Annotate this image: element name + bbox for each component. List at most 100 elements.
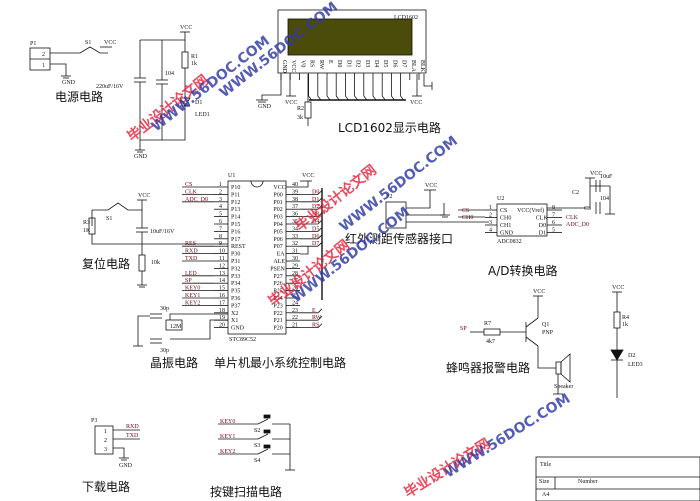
mcu-pin-name-right: P02 bbox=[273, 207, 282, 213]
mcu-net-label-right: D0 bbox=[312, 189, 319, 195]
svg-text:D2: D2 bbox=[628, 353, 635, 359]
mcu-bus-entry bbox=[317, 315, 323, 321]
mcu-pin-num-right: 25 bbox=[292, 293, 298, 299]
mcu-pin-num-right: 34 bbox=[292, 226, 298, 232]
key-net-label: KEY2 bbox=[220, 449, 235, 455]
svg-text:ADC0832: ADC0832 bbox=[497, 239, 522, 245]
svg-text:VCC: VCC bbox=[590, 171, 602, 177]
mcu-net-label-right: E bbox=[312, 308, 316, 314]
mcu-pin-name-right: P07 bbox=[273, 244, 282, 250]
key-net-label: KEY1 bbox=[220, 434, 235, 440]
adc-circuit-title: A/D转换电路 bbox=[488, 263, 558, 278]
svg-text:12M: 12M bbox=[170, 324, 182, 330]
key-switch-label: S3 bbox=[254, 443, 260, 449]
mcu-pin-num-left: 2 bbox=[219, 189, 222, 195]
mcu-pin-num-left: 16 bbox=[219, 293, 225, 299]
svg-text:104: 104 bbox=[600, 196, 609, 202]
p3-connector bbox=[94, 425, 114, 455]
lcd-screen bbox=[287, 18, 413, 56]
mcu-pin-name-left: P13 bbox=[231, 207, 240, 213]
svg-text:30p: 30p bbox=[160, 306, 169, 312]
mcu-pin-num-right: 24 bbox=[292, 300, 298, 306]
mcu-pin-name-right: P01 bbox=[273, 200, 282, 206]
mcu-pin-num-right: 36 bbox=[292, 212, 298, 218]
vcc-label: VCC bbox=[104, 40, 116, 46]
mcu-net-label-left: ADC_D0 bbox=[185, 197, 208, 203]
mcu-net-label-left: CS bbox=[185, 182, 192, 188]
svg-text:P2: P2 bbox=[386, 194, 392, 200]
svg-text:3: 3 bbox=[104, 447, 107, 453]
mcu-pin-num-left: 13 bbox=[219, 271, 225, 277]
svg-text:VCC: VCC bbox=[612, 285, 624, 291]
mcu-pin-num-left: 12 bbox=[219, 263, 225, 269]
c2-value: 104 bbox=[165, 71, 174, 77]
svg-text:10uF: 10uF bbox=[600, 174, 613, 180]
mcu-pin-name-right: P22 bbox=[273, 311, 282, 317]
mcu-pin-num-left: 7 bbox=[219, 226, 222, 232]
lcd-pin-label: BLA bbox=[410, 60, 416, 73]
adc-pin-name-left: CH0 bbox=[500, 216, 511, 222]
mcu-pin-num-right: 28 bbox=[292, 271, 298, 277]
svg-text:1: 1 bbox=[42, 63, 45, 69]
mcu-net-label-left: LED bbox=[185, 271, 197, 277]
mcu-pin-num-right: 40 bbox=[292, 182, 298, 188]
adc-pin-name-left: GND bbox=[500, 231, 514, 237]
key-switch-label: S2 bbox=[254, 428, 260, 434]
mcu-pin-num-left: 3 bbox=[219, 197, 222, 203]
svg-text:Number: Number bbox=[578, 479, 598, 485]
crystal-12m bbox=[165, 319, 183, 331]
mcu-net-label-right: D5 bbox=[312, 226, 319, 232]
mcu-pin-num-right: 26 bbox=[292, 286, 298, 292]
mcu-pin-num-right: 21 bbox=[292, 323, 298, 329]
mcu-pin-num-right: 37 bbox=[292, 204, 298, 210]
lcd-pin-label: D4 bbox=[373, 60, 379, 67]
svg-text:R7: R7 bbox=[484, 321, 491, 327]
mcu-bus-entry bbox=[317, 323, 323, 328]
mcu-pin-num-left: 17 bbox=[219, 300, 225, 306]
svg-text:R4: R4 bbox=[622, 315, 629, 321]
mcu-pin-name-right: P26 bbox=[273, 281, 282, 287]
key-switch-cap bbox=[263, 414, 271, 419]
adc-pin-name-right: D0 bbox=[539, 223, 546, 229]
adc-chip bbox=[496, 203, 548, 237]
mcu-pin-num-left: 10 bbox=[219, 249, 225, 255]
lcd-pin-label: D2 bbox=[355, 60, 361, 67]
mcu-pin-num-right: 35 bbox=[292, 219, 298, 225]
c1-value: 220uF/16V bbox=[96, 84, 124, 90]
key-switch-blade bbox=[257, 448, 269, 455]
svg-text:C2: C2 bbox=[572, 190, 579, 196]
svg-text:1: 1 bbox=[104, 429, 107, 435]
adc-pin-num-right: 7 bbox=[552, 213, 555, 219]
svg-text:RXD: RXD bbox=[126, 424, 139, 430]
key-switch-label: S4 bbox=[254, 458, 260, 464]
mcu-pin-name-right: P20 bbox=[273, 326, 282, 332]
mcu-net-label-right: D4 bbox=[312, 219, 319, 225]
s1-label: S1 bbox=[85, 40, 91, 46]
svg-text:10uF/16V: 10uF/16V bbox=[150, 229, 175, 235]
key-switch-cap bbox=[263, 444, 271, 449]
svg-text:VCC: VCC bbox=[138, 193, 150, 199]
lcd-pin-label: D0 bbox=[336, 60, 342, 67]
mcu-pin-num-left: 11 bbox=[219, 256, 225, 262]
mcu-pin-name-left: GND bbox=[231, 326, 245, 332]
adc-pin-name-right: VCC(Vref) bbox=[517, 207, 544, 214]
mcu-pin-name-left: P14 bbox=[231, 215, 240, 221]
mcu-bus-entry bbox=[317, 308, 323, 314]
power-circuit-title: 电源电路 bbox=[55, 89, 103, 104]
svg-text:P3: P3 bbox=[91, 418, 97, 424]
lcd-pin-label: D3 bbox=[364, 60, 370, 67]
adc-pin-name-left: CS bbox=[500, 208, 507, 214]
watermark-url-5: WWW.56DOC.COM bbox=[442, 391, 574, 482]
mcu-pin-name-left: P10 bbox=[231, 185, 240, 191]
svg-text:R2: R2 bbox=[297, 106, 304, 112]
mcu-pin-name-left: P30 bbox=[231, 252, 240, 258]
mcu-pin-num-left: 18 bbox=[219, 308, 225, 314]
mcu-pin-num-right: 32 bbox=[292, 241, 298, 247]
lcd-pin-label: VCC bbox=[290, 60, 296, 72]
svg-text:VCC: VCC bbox=[180, 25, 192, 31]
lcd-pin-label: RW bbox=[318, 60, 324, 70]
mcu-pin-num-right: 22 bbox=[292, 315, 298, 321]
lcd-pin-label: D5 bbox=[382, 60, 388, 67]
svg-text:SP: SP bbox=[460, 326, 467, 332]
